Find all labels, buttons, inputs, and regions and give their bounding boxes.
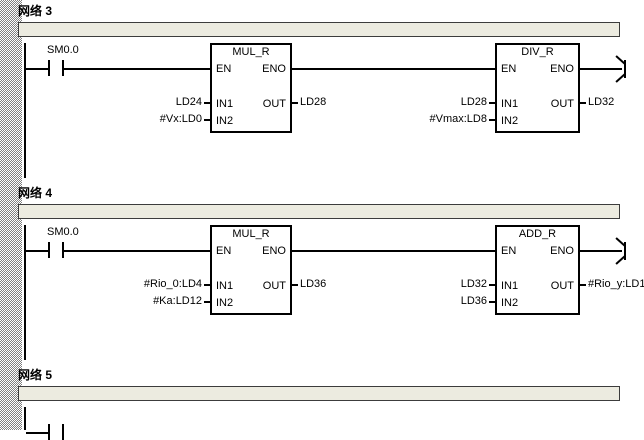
block-add-r-n4-pin-in2: IN2 — [501, 297, 519, 309]
wire-contact-to-mul-n4 — [64, 250, 210, 252]
wire-rail-to-contact-n4 — [26, 250, 48, 252]
stub-mul-r-n3-in2 — [204, 119, 210, 121]
continuation-arrow-n3 — [608, 55, 630, 83]
network-4-comment-bar[interactable] — [18, 204, 620, 219]
contact-bar-right — [62, 424, 64, 440]
block-div-r-n3-title: DIV_R — [521, 46, 554, 58]
wire-mul-to-div-n3 — [292, 68, 495, 70]
wire-rail-to-contact-n5 — [26, 432, 48, 434]
contact-partial-n5[interactable] — [48, 424, 64, 440]
block-add-r-n4-pin-in1: IN1 — [501, 280, 519, 292]
stub-add-r-n4-out — [580, 284, 586, 286]
block-add-r-n4-title: ADD_R — [518, 228, 557, 240]
wire-rail-to-contact-n3 — [26, 68, 48, 70]
stub-div-r-n3-in1 — [489, 102, 495, 104]
operand-add-r-n4-in2[interactable]: LD36 — [460, 295, 487, 307]
block-div-r-n3[interactable]: DIV_R EN ENO IN1 IN2 OUT — [495, 43, 580, 133]
contact-label-sm00-n4: SM0.0 — [47, 226, 79, 238]
stub-mul-r-n4-in2 — [204, 301, 210, 303]
operand-mul-r-n3-in1[interactable]: LD24 — [175, 96, 202, 108]
stub-mul-r-n4-out — [292, 284, 298, 286]
continuation-arrow-n4 — [608, 237, 630, 265]
block-div-r-n3-pin-in2: IN2 — [501, 115, 519, 127]
contact-sm00-n4[interactable] — [48, 242, 64, 258]
contact-bar-left — [48, 242, 50, 258]
operand-mul-r-n3-in2[interactable]: #Vx:LD0 — [159, 113, 202, 125]
operand-mul-r-n4-out[interactable]: LD36 — [300, 278, 327, 290]
arrow-tip-bar — [624, 242, 626, 260]
power-rail-3 — [24, 43, 26, 178]
power-rail-4 — [24, 225, 26, 360]
stub-mul-r-n3-out — [292, 102, 298, 104]
operand-div-r-n3-out[interactable]: LD32 — [588, 96, 615, 108]
network-3-label: 网络 3 — [18, 4, 53, 18]
wire-contact-to-mul-n3 — [64, 68, 210, 70]
editor-gutter — [0, 0, 22, 430]
block-div-r-n3-pin-in1: IN1 — [501, 98, 519, 110]
operand-mul-r-n4-in1[interactable]: #Rio_0:LD4 — [143, 278, 202, 290]
network-5-comment-bar[interactable] — [18, 386, 620, 401]
block-div-r-n3-pin-out: OUT — [550, 98, 574, 110]
network-5-label: 网络 5 — [18, 368, 53, 382]
contact-bar-right — [62, 242, 64, 258]
wire-mul-to-add-n4 — [292, 250, 495, 252]
operand-add-r-n4-in1[interactable]: LD32 — [460, 278, 487, 290]
stub-div-r-n3-in2 — [489, 119, 495, 121]
arrow-tip-bar — [624, 60, 626, 78]
block-mul-r-n4-title: MUL_R — [232, 228, 270, 240]
block-mul-r-n3-pin-out: OUT — [262, 98, 286, 110]
operand-div-r-n3-in2[interactable]: #Vmax:LD8 — [429, 113, 487, 125]
network-3-comment-bar[interactable] — [18, 22, 620, 37]
block-add-r-n4-pin-eno: ENO — [550, 245, 574, 257]
block-mul-r-n3-title: MUL_R — [232, 46, 270, 58]
stub-add-r-n4-in1 — [489, 284, 495, 286]
network-4-label: 网络 4 — [18, 186, 53, 200]
stub-mul-r-n3-in1 — [204, 102, 210, 104]
block-add-r-n4[interactable]: ADD_R EN ENO IN1 IN2 OUT — [495, 225, 580, 315]
contact-label-sm00-n3: SM0.0 — [47, 44, 79, 56]
block-div-r-n3-pin-en: EN — [501, 63, 517, 75]
network-3[interactable]: 网络 3 SM0.0 MUL_R EN ENO IN1 IN2 OUT LD24… — [0, 0, 644, 178]
block-div-r-n3-pin-eno: ENO — [550, 63, 574, 75]
operand-mul-r-n4-in2[interactable]: #Ka:LD12 — [153, 295, 202, 307]
stub-div-r-n3-out — [580, 102, 586, 104]
arrow-shaft — [608, 250, 622, 252]
block-mul-r-n3-pin-eno: ENO — [262, 63, 286, 75]
block-mul-r-n4[interactable]: MUL_R EN ENO IN1 IN2 OUT — [210, 225, 292, 315]
stub-mul-r-n4-in1 — [204, 284, 210, 286]
block-mul-r-n3[interactable]: MUL_R EN ENO IN1 IN2 OUT — [210, 43, 292, 133]
block-mul-r-n3-pin-in1: IN1 — [216, 98, 234, 110]
contact-bar-left — [48, 60, 50, 76]
power-rail-5 — [24, 407, 26, 430]
stub-add-r-n4-in2 — [489, 301, 495, 303]
operand-add-r-n4-out[interactable]: #Rio_y:LD1 — [588, 278, 644, 290]
block-mul-r-n4-pin-in1: IN1 — [216, 280, 234, 292]
block-mul-r-n4-pin-out: OUT — [262, 280, 286, 292]
wire-div-to-arrow-n3 — [580, 68, 608, 70]
block-add-r-n4-pin-out: OUT — [550, 280, 574, 292]
arrow-shaft — [608, 68, 622, 70]
operand-mul-r-n3-out[interactable]: LD28 — [300, 96, 327, 108]
operand-div-r-n3-in1[interactable]: LD28 — [460, 96, 487, 108]
block-mul-r-n4-pin-eno: ENO — [262, 245, 286, 257]
network-4[interactable]: 网络 4 SM0.0 MUL_R EN ENO IN1 IN2 OUT #Rio… — [0, 182, 644, 360]
block-mul-r-n3-pin-en: EN — [216, 63, 232, 75]
contact-bar-left — [48, 424, 50, 440]
network-5[interactable]: 网络 5 — [0, 364, 644, 440]
contact-bar-right — [62, 60, 64, 76]
block-mul-r-n3-pin-in2: IN2 — [216, 115, 234, 127]
contact-sm00-n3[interactable] — [48, 60, 64, 76]
block-mul-r-n4-pin-en: EN — [216, 245, 232, 257]
block-mul-r-n4-pin-in2: IN2 — [216, 297, 234, 309]
block-add-r-n4-pin-en: EN — [501, 245, 517, 257]
wire-add-to-arrow-n4 — [580, 250, 608, 252]
